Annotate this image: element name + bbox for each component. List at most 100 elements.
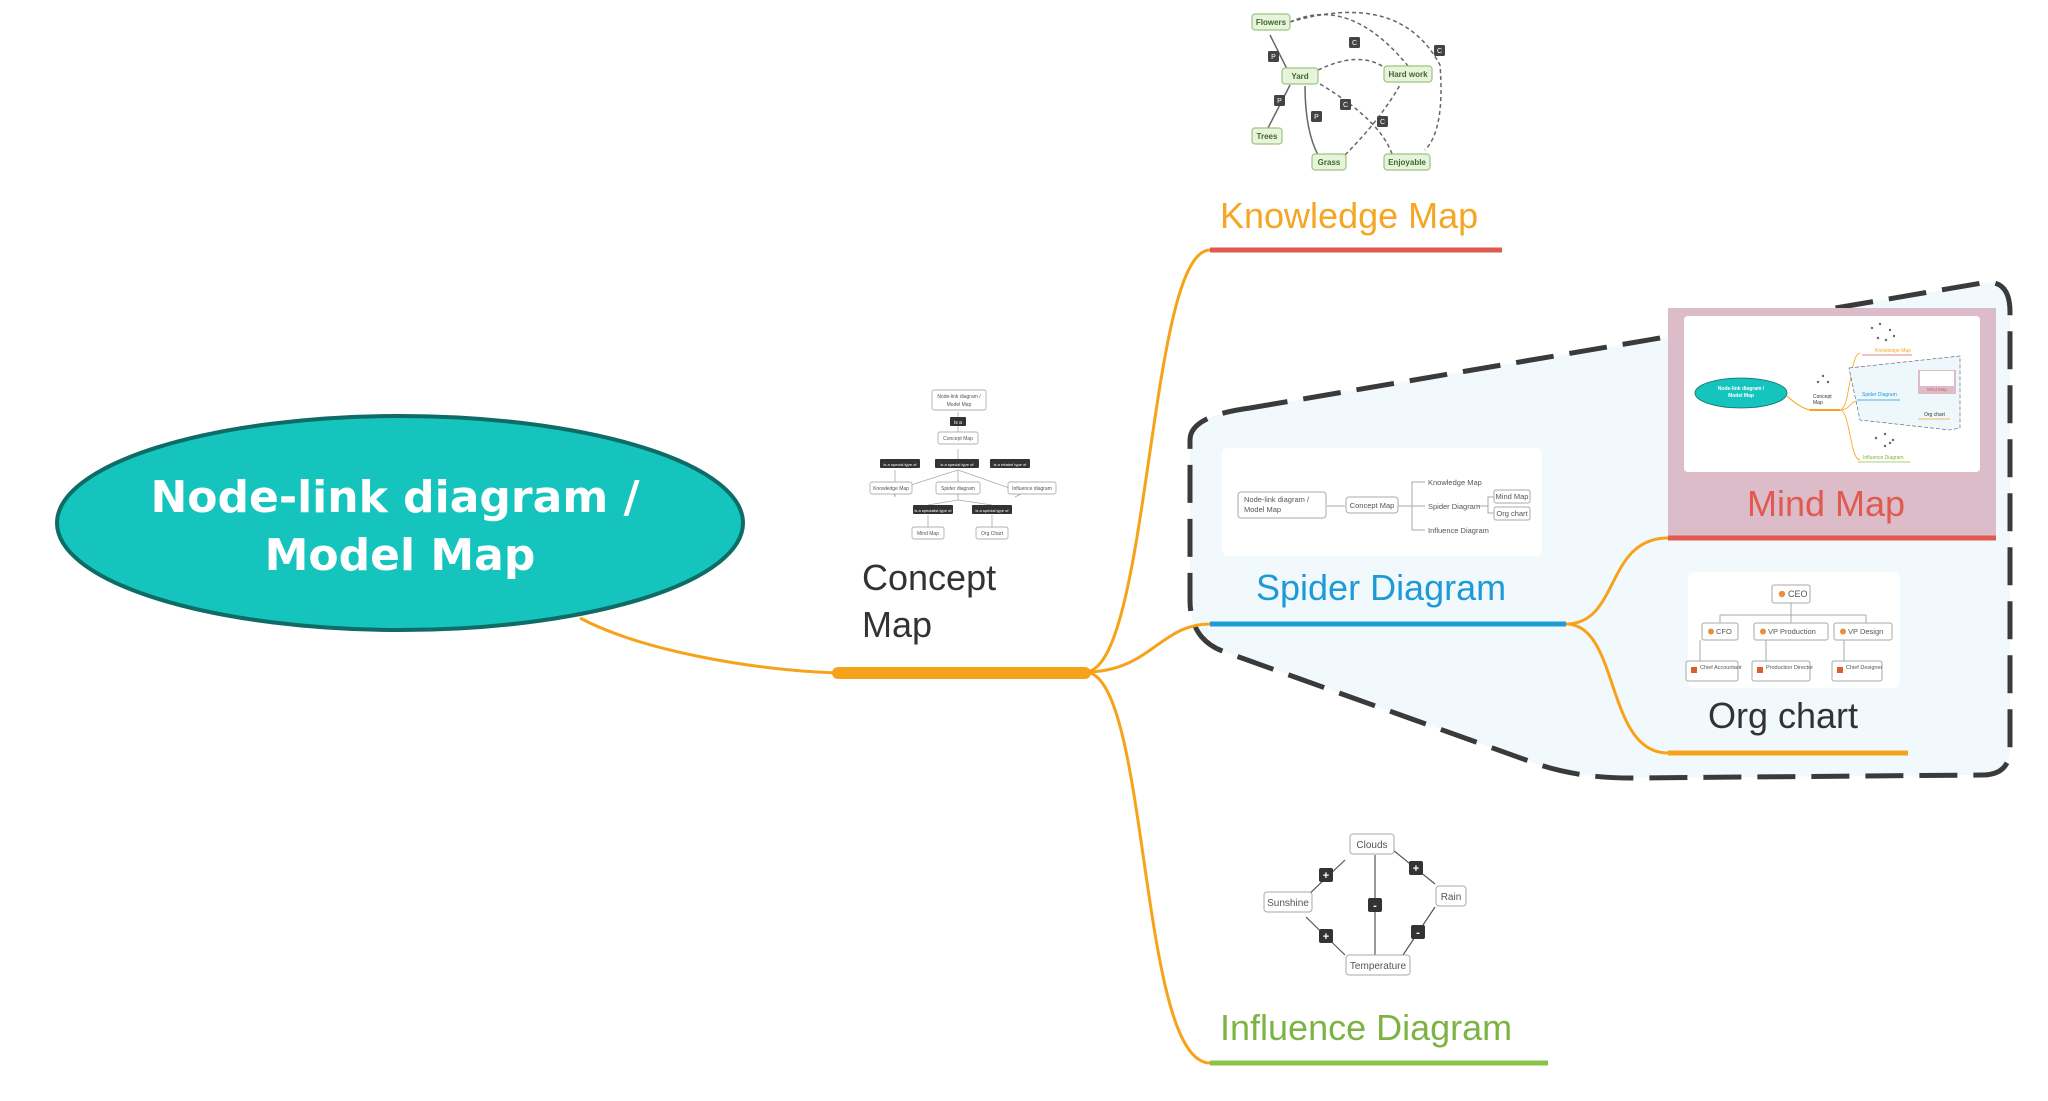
- connector-spider: [1084, 622, 1211, 674]
- km-tag-c2: [1434, 45, 1445, 56]
- org-chart-label: Org chart: [1708, 695, 1858, 736]
- inf-label-clouds: Clouds: [1356, 840, 1387, 851]
- spider-diagram-node[interactable]: Spider Diagram: [1210, 567, 1566, 627]
- spider-thumb-spider: Spider Diagram: [1428, 502, 1480, 511]
- root-label-line1: Node-link diagram /: [150, 472, 640, 523]
- spider-thumb-knowledge: Knowledge Map: [1428, 478, 1482, 487]
- thumb-concept-isa: is a: [954, 420, 962, 426]
- km-tag-p2: [1274, 95, 1285, 106]
- km-edge-yard-trees: [1267, 84, 1291, 129]
- org-chart-node[interactable]: Org chart: [1668, 695, 1908, 756]
- influence-diagram-node[interactable]: Influence Diagram: [1210, 1007, 1548, 1066]
- inf-sign-2: [1409, 861, 1423, 875]
- mind-map-thumb: Node-link diagram / Model Map Concept Ma…: [1694, 322, 1961, 463]
- connector-influence: [1084, 670, 1211, 1065]
- km-label-hard-work: Hard work: [1388, 70, 1428, 79]
- root-node[interactable]: Node-link diagram / Model Map: [55, 414, 745, 632]
- thumb-concept-top2: Model Map: [947, 402, 972, 408]
- km-label-trees: Trees: [1257, 132, 1278, 141]
- inf-sign-1: [1319, 868, 1333, 882]
- mm-thumb-concept-2: Map: [1813, 400, 1823, 406]
- inf-sign-1-text: +: [1323, 870, 1329, 882]
- mm-thumb-spider: Spider Diagram: [1862, 392, 1897, 398]
- inf-sign-3-text: -: [1373, 900, 1377, 912]
- km-tag-p3-text: P: [1314, 114, 1319, 121]
- mind-map-node[interactable]: Node-link diagram / Model Map Concept Ma…: [1668, 308, 1996, 541]
- km-tag-c1-text: C: [1352, 40, 1357, 47]
- km-node-trees: [1251, 127, 1283, 145]
- connector-orgchart: [1565, 622, 1669, 755]
- concept-map-node[interactable]: Concept Map: [862, 557, 996, 645]
- org-thumb-cfo: CFO: [1716, 627, 1732, 636]
- concept-map-thumbnail: Node-link diagram / Model Map is a Conce…: [869, 389, 1057, 540]
- km-label-enjoyable: Enjoyable: [1388, 158, 1426, 167]
- spider-thumb-influence: Influence Diagram: [1428, 526, 1489, 535]
- km-tag-p2-text: P: [1277, 98, 1282, 105]
- inf-node-rain: [1435, 885, 1467, 907]
- spider-thumb-mind: Mind Map: [1496, 492, 1529, 501]
- branch-connectors: [579, 248, 1669, 1065]
- inf-sign-5-text: -: [1416, 927, 1420, 939]
- org-thumb-chief-accountant: Chief Accountant: [1700, 665, 1742, 671]
- inf-label-sunshine: Sunshine: [1267, 898, 1309, 909]
- km-tag-p3: [1311, 111, 1322, 122]
- km-edge-flowers-hardwork: [1289, 13, 1409, 67]
- km-edge-yard-hardwork: [1317, 58, 1386, 71]
- root-ellipse: [55, 414, 745, 632]
- knowledge-map-node[interactable]: Knowledge Map: [1210, 195, 1502, 253]
- thumb-concept-l3: is a related type of: [994, 462, 1028, 467]
- inf-sign-5: [1411, 925, 1425, 939]
- mm-thumb-concept-1: Concept: [1813, 394, 1832, 400]
- influence-diagram: Clouds Sunshine Rain Temperature + + - +…: [1263, 833, 1467, 976]
- org-thumb-production-director: Production Director: [1766, 665, 1813, 671]
- km-tag-p1-text: P: [1271, 54, 1276, 61]
- connector-mindmap: [1565, 536, 1669, 626]
- thumb-concept-spider: Spider diagram: [941, 486, 975, 492]
- km-node-hard-work: [1383, 65, 1433, 83]
- km-label-grass: Grass: [1318, 158, 1341, 167]
- mind-map-label: Mind Map: [1747, 483, 1905, 524]
- thumb-concept-l1: is a special type of: [884, 462, 918, 467]
- org-thumb-vp-design: VP Design: [1848, 627, 1883, 636]
- km-edge-yard-enjoyable: [1319, 83, 1393, 155]
- mm-thumb-root-1: Node-link diagram /: [1718, 386, 1765, 392]
- inf-node-sunshine: [1263, 891, 1313, 913]
- concept-label-line1: Concept: [862, 557, 996, 598]
- km-edge-grass-hardwork: [1344, 84, 1401, 156]
- km-edge-yard-grass: [1304, 85, 1319, 156]
- org-thumb-vp-production: VP Production: [1768, 627, 1816, 636]
- inf-label-temperature: Temperature: [1350, 961, 1407, 972]
- km-tag-c1: [1349, 37, 1360, 48]
- connector-root-concept: [579, 616, 839, 675]
- spider-thumb-root-1: Node-link diagram /: [1244, 495, 1310, 504]
- inf-sign-2-text: +: [1413, 863, 1419, 875]
- km-label-yard: Yard: [1291, 72, 1308, 81]
- mm-thumb-influence: Influence Diagram: [1863, 455, 1904, 461]
- mm-thumb-root-2: Model Map: [1728, 393, 1754, 399]
- thumb-concept-l5: is a special type of: [976, 508, 1010, 513]
- inf-label-rain: Rain: [1441, 892, 1462, 903]
- spider-diagram-thumbnail: Node-link diagram / Model Map Concept Ma…: [1222, 448, 1542, 556]
- km-tag-c3: [1340, 99, 1351, 110]
- root-label-line2: Model Map: [265, 530, 536, 581]
- thumb-concept-org: Org Chart: [981, 531, 1004, 537]
- thumb-concept-influence: Influence diagram: [1012, 486, 1052, 492]
- thumb-concept-knowledge: Knowledge Map: [873, 486, 909, 492]
- knowledge-map-label: Knowledge Map: [1220, 195, 1478, 236]
- org-thumb-ceo: CEO: [1788, 589, 1808, 599]
- km-node-enjoyable: [1383, 153, 1431, 171]
- inf-sign-3: [1368, 898, 1382, 912]
- spider-thumb-concept: Concept Map: [1350, 501, 1395, 510]
- org-chart-thumbnail: CEO CFO VP Production VP Design Chief Ac…: [1685, 572, 1900, 688]
- thumb-concept-top1: Node-link diagram /: [937, 394, 981, 400]
- mm-thumb-knowledge: Knowledge Map: [1875, 348, 1911, 354]
- inf-node-clouds: [1349, 833, 1395, 855]
- thumb-concept-l2: is a special type of: [941, 462, 975, 467]
- spider-diagram-label: Spider Diagram: [1256, 567, 1506, 608]
- thumb-concept-mind: Mind Map: [917, 531, 939, 537]
- km-tag-c4: [1377, 116, 1388, 127]
- km-tag-c2-text: C: [1437, 48, 1442, 55]
- spider-thumb-org: Org chart: [1496, 509, 1528, 518]
- km-node-flowers: [1251, 13, 1291, 31]
